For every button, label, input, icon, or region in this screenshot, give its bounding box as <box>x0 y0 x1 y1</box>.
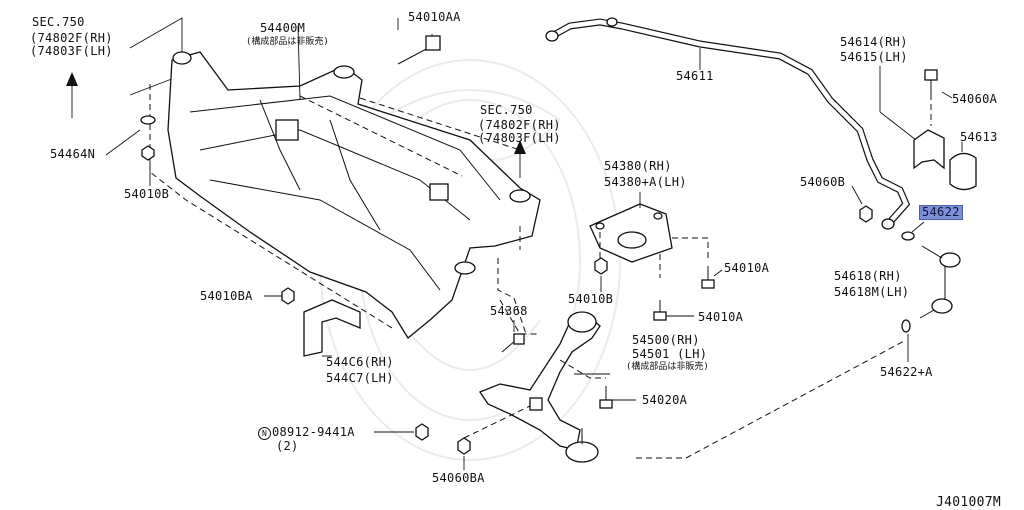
front-subframe <box>167 51 541 339</box>
stabilizer-bushing-54613 <box>949 152 977 191</box>
label-sec750-right-rh: (74802F(RH) <box>478 118 561 132</box>
label-54060b: 54060B <box>800 175 846 189</box>
label-54501: 54501 (LH) <box>632 347 708 361</box>
label-sec750-left-rh: (74802F(RH) <box>30 31 113 45</box>
label-544c6: 544C6(RH) <box>326 355 394 369</box>
label-08912-text: 08912-9441A <box>272 425 355 439</box>
drawing-code: J401007M <box>936 495 1002 510</box>
bolt-54010a-1 <box>701 266 715 289</box>
label-54400m: 54400M <box>260 21 306 35</box>
label-54010b-top: 54010B <box>124 187 170 201</box>
stabilizer-link-54618 <box>919 245 961 319</box>
sec750-right-pointer <box>514 140 526 178</box>
washer-54622a <box>901 319 911 333</box>
label-54611: 54611 <box>676 69 714 83</box>
label-54622-highlighted[interactable]: 54622 <box>919 205 963 220</box>
label-54060ba: 54060BA <box>432 471 485 485</box>
nut-54010b-top <box>141 145 155 161</box>
label-54380a: 54380+A(LH) <box>604 175 687 189</box>
label-54010b-mid: 54010B <box>568 292 614 306</box>
label-sec750-right-lh: (74803F(LH) <box>478 131 561 145</box>
bolt-54368 <box>501 333 525 353</box>
stabilizer-clamp-54614 <box>913 129 945 170</box>
label-sec750-left-lh: (74803F(LH) <box>30 44 113 58</box>
bolt-54010a-2 <box>653 300 667 321</box>
washer-54622 <box>901 231 915 241</box>
label-54618m: 54618M(LH) <box>834 285 910 299</box>
bolt-54060a <box>924 69 938 100</box>
nut-54060ba <box>457 437 471 455</box>
label-sec750-left: SEC.750 <box>32 15 85 29</box>
label-54380: 54380(RH) <box>604 159 672 173</box>
lower-control-arm-54500 <box>479 311 601 463</box>
strut-mount-54380 <box>589 203 673 263</box>
label-54622a: 54622+A <box>880 365 933 379</box>
bracket-544c6 <box>303 299 361 357</box>
bolt-54010aa <box>397 35 441 65</box>
label-54501-note: (構成部品は非販売) <box>626 362 709 372</box>
label-54010a-1: 54010A <box>724 261 770 275</box>
nut-54010b-mid <box>594 257 608 275</box>
label-54010ba: 54010BA <box>200 289 253 303</box>
label-54618: 54618(RH) <box>834 269 902 283</box>
label-54500: 54500(RH) <box>632 333 700 347</box>
label-08912-qty: (2) <box>276 439 299 453</box>
label-544c7: 544C7(LH) <box>326 371 394 385</box>
label-sec750-right: SEC.750 <box>480 103 533 117</box>
label-54400m-note: (構成部品は非販売) <box>246 37 329 47</box>
label-54020a: 54020A <box>642 393 688 407</box>
nut-08912 <box>415 423 429 441</box>
nut-54060b <box>859 205 873 223</box>
washer-54464n <box>140 115 156 125</box>
nut-54010ba <box>281 287 295 305</box>
label-54615: 54615(LH) <box>840 50 908 64</box>
label-54060a: 54060A <box>952 92 998 106</box>
label-54010a-2: 54010A <box>698 310 744 324</box>
label-54613: 54613 <box>960 130 998 144</box>
label-54010aa: 54010AA <box>408 10 461 24</box>
label-54368: 54368 <box>490 304 528 318</box>
bolt-54020a <box>599 386 613 409</box>
n-circle-icon: N <box>258 427 271 440</box>
label-54464n: 54464N <box>50 147 96 161</box>
stabilizer-bar-54611 <box>545 17 911 230</box>
label-54614: 54614(RH) <box>840 35 908 49</box>
